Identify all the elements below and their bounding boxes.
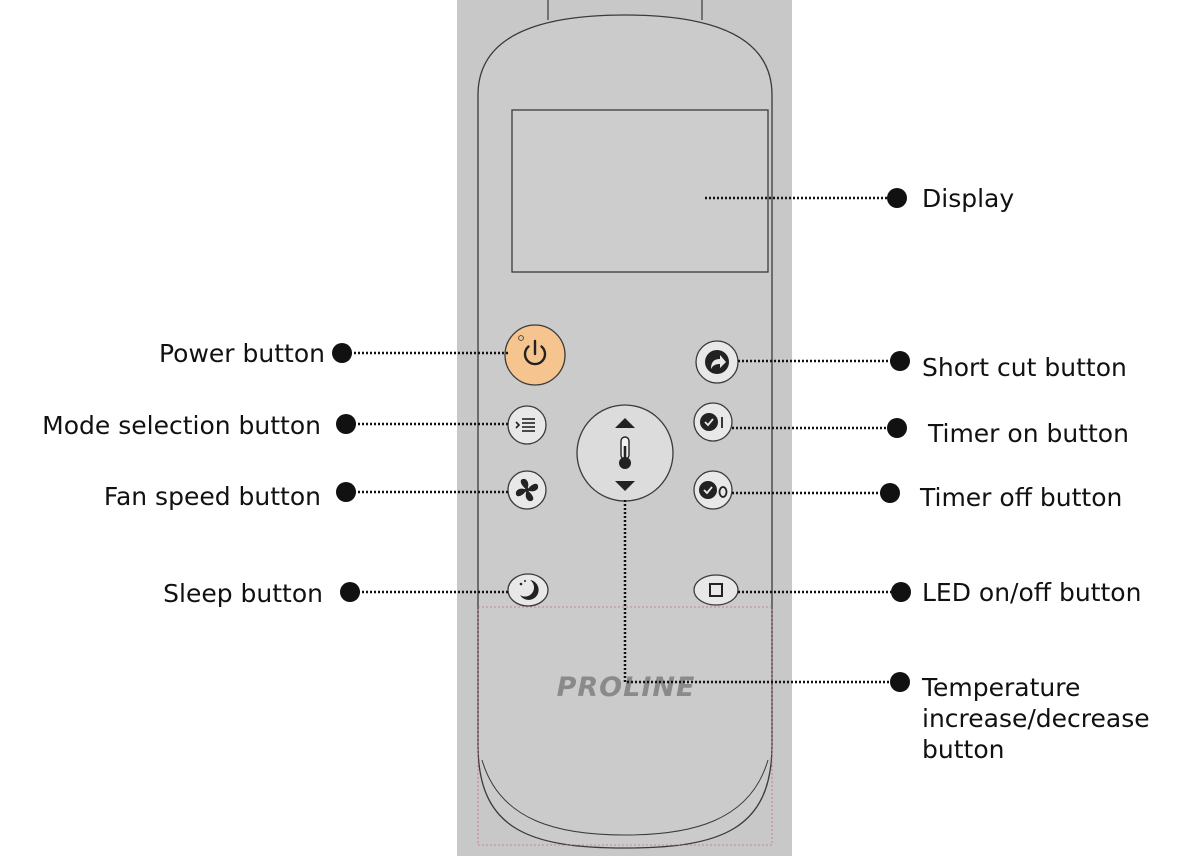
temperature-button[interactable]	[576, 404, 674, 502]
thermometer-icon	[619, 436, 631, 469]
power-icon	[523, 339, 547, 366]
led-button[interactable]	[693, 574, 739, 606]
mode-selection-button[interactable]	[507, 405, 547, 445]
power-button[interactable]	[504, 324, 566, 386]
square-icon	[709, 583, 723, 597]
leader-dots	[332, 188, 911, 692]
leader-lines	[350, 196, 893, 684]
timer-off-button[interactable]	[693, 470, 733, 510]
leader-temperature	[623, 500, 893, 684]
display-screen	[511, 109, 769, 273]
fan-icon	[515, 478, 539, 502]
clock-on-icon	[700, 413, 723, 431]
temperature-up-arrow[interactable]	[615, 418, 635, 428]
remote-bottom-curve	[481, 759, 769, 836]
sleep-button[interactable]	[507, 573, 549, 607]
moon-icon	[520, 580, 539, 600]
clock-off-icon	[699, 481, 728, 499]
timer-on-button[interactable]	[693, 402, 733, 442]
arrow-redo-icon	[711, 355, 726, 369]
temperature-down-arrow[interactable]	[615, 481, 635, 491]
battery-compartment-outline	[477, 606, 773, 846]
shortcut-button[interactable]	[695, 340, 739, 384]
mode-list-icon	[515, 418, 535, 432]
fan-speed-button[interactable]	[507, 470, 547, 510]
